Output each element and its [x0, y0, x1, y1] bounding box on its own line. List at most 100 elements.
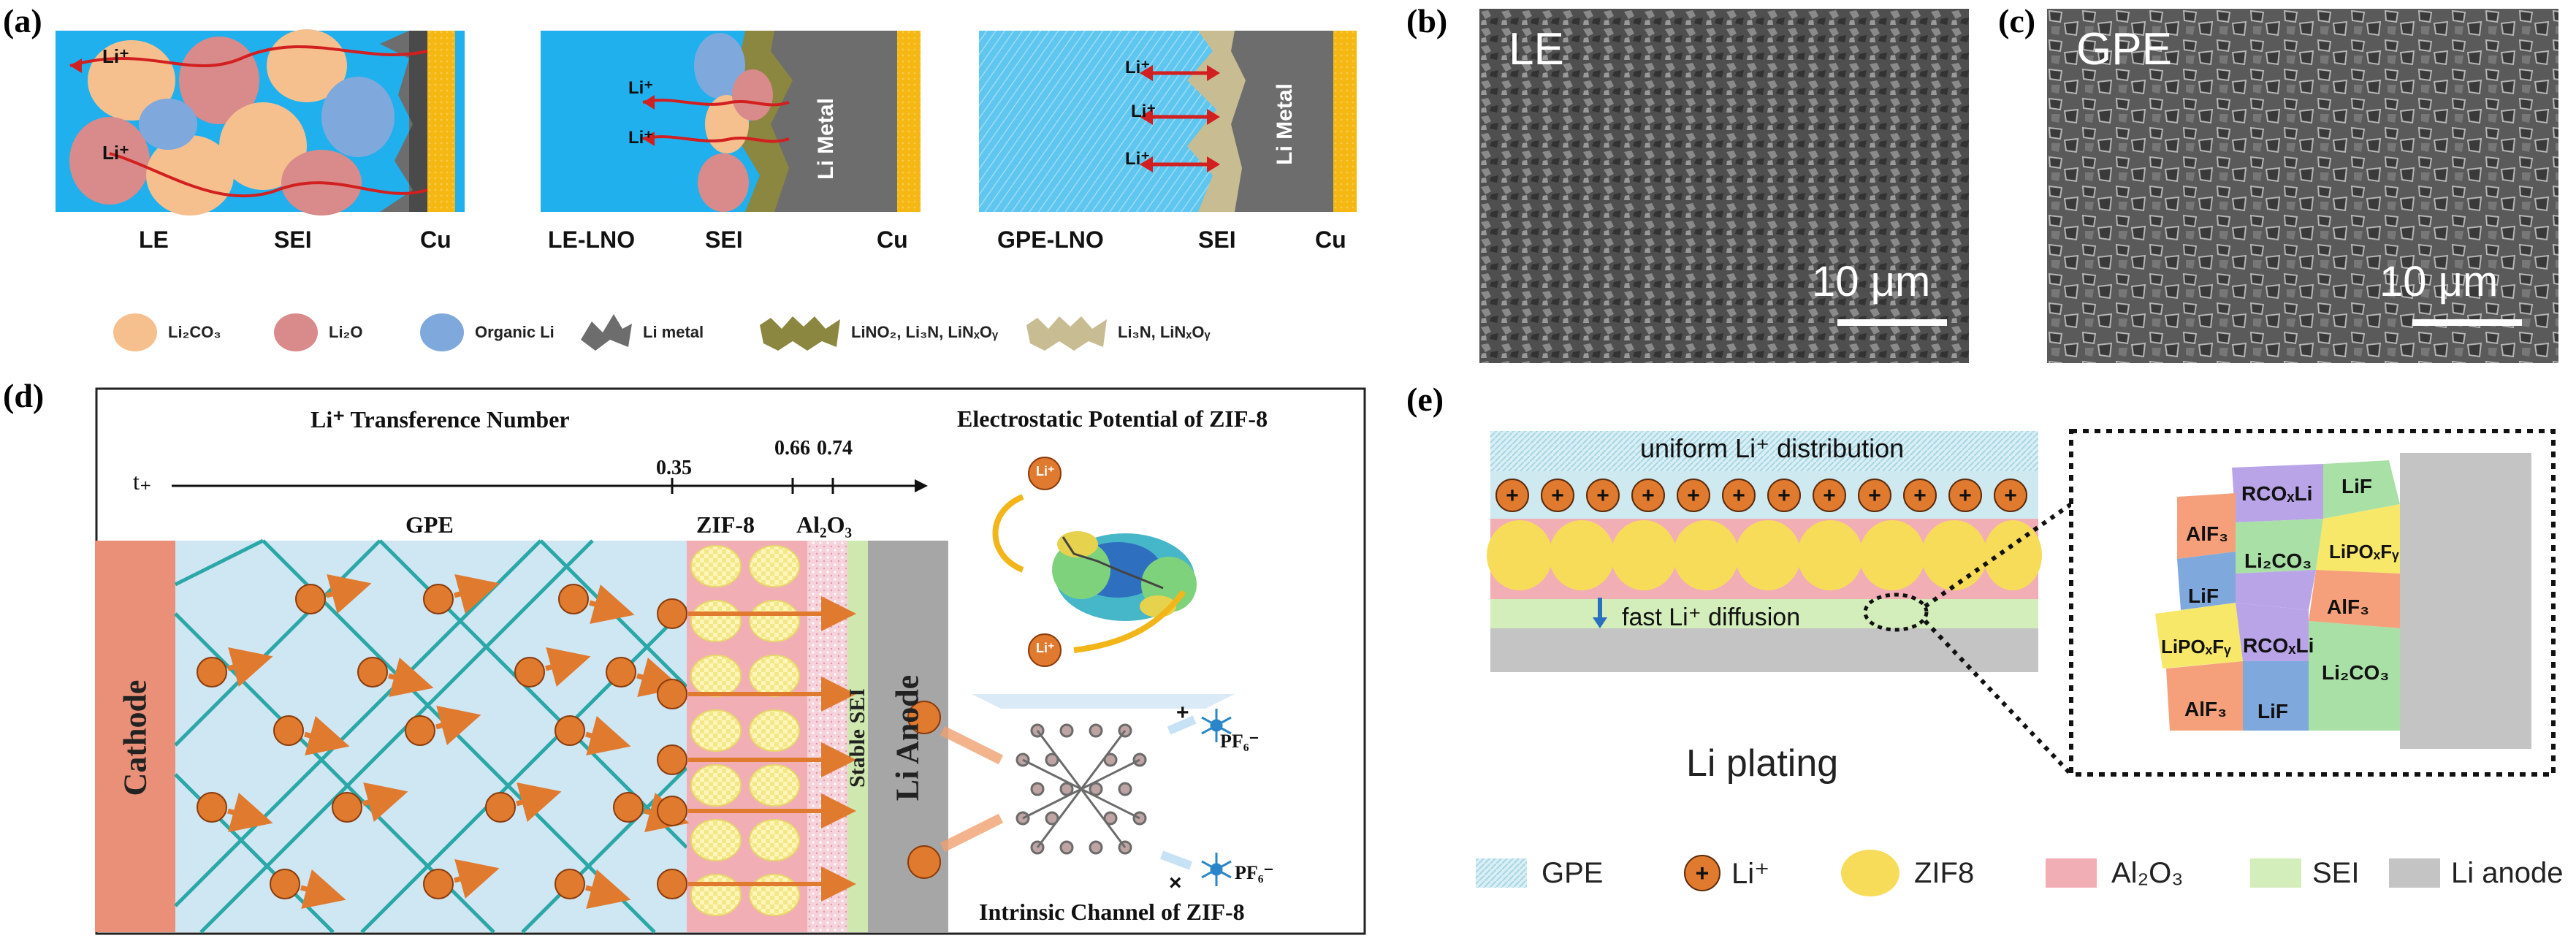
li-anode-e: [1490, 628, 2038, 672]
gpe-lno-metal-label: Li Metal: [1273, 83, 1297, 165]
li-ion-row: + + + + + + + + + + + +: [1495, 479, 2027, 512]
le-micrograph-texture: [1479, 9, 1969, 363]
gpe-lno-ion-2: Li⁺: [1131, 102, 1156, 121]
svg-text:+: +: [2004, 484, 2017, 508]
panel-a-label: (a): [3, 2, 42, 39]
sei-comp-10: AlF₃: [2184, 698, 2228, 720]
zif8-particles: [690, 545, 800, 916]
label-gpe-lno: GPE-LNO: [997, 226, 1104, 253]
diagram-le: [56, 29, 465, 216]
svg-text:+: +: [1913, 484, 1927, 508]
legend-li-metal: Li metal: [577, 311, 704, 354]
sem-gpe-title: GPE: [2076, 24, 2172, 75]
le-ion-1: Li⁺: [102, 45, 129, 67]
al2o3-swatch-icon: [2046, 858, 2097, 888]
channel-title: Intrinsic Channel of ZIF-8: [979, 899, 1245, 925]
cu-current-collector: [427, 31, 455, 212]
pf6-anion-top-icon: [1201, 709, 1232, 742]
panel-e-label: (e): [1406, 381, 1444, 418]
sei-comp-3: LiPOₓFᵧ: [2329, 541, 2399, 563]
sei-comp-6: AlF₃: [2327, 595, 2370, 618]
al2o3-layer: [807, 541, 847, 932]
legend-e-gpe: GPE: [1542, 857, 1604, 889]
li-ions-gpe: [197, 574, 690, 910]
legend-li2co3: Li₂CO₃: [110, 311, 221, 354]
esp-arrow-left: [992, 494, 1024, 573]
lino2-swatch-icon: [760, 316, 840, 351]
diagram-le-lno: [541, 31, 921, 212]
svg-text:+: +: [1696, 860, 1710, 886]
gpe-lno-ion-1: Li⁺: [1125, 58, 1150, 77]
legend-e-sei: SEI: [2312, 857, 2360, 889]
region-al2o3-label: Al₂O₃: [796, 511, 853, 538]
diagram-gpe-lno: [979, 31, 1357, 212]
esp-li-ion-label-top: Li⁺: [1036, 464, 1055, 479]
pf6-label-bottom: PF₆⁻: [1235, 862, 1274, 883]
label-le-lno: LE-LNO: [548, 226, 636, 253]
gpe-lno-ion-3: Li⁺: [1125, 149, 1150, 169]
sem-image-le: LE 10 μm: [1479, 9, 1969, 363]
legend-organic-li: Organic Li: [416, 311, 555, 354]
tplus-symbol: t₊: [133, 468, 152, 495]
svg-text:+: +: [1823, 484, 1836, 508]
legend-e-al2o3: Al₂O₃: [2111, 857, 2184, 889]
legend-lino2: LiNO₂, Li₃N, LiNₓOᵧ: [756, 311, 998, 354]
sem-gpe-scale-label: 10 μm: [2379, 258, 2499, 305]
zif8-swatch-icon: [1841, 850, 1899, 896]
li-ions-zif8: [657, 596, 856, 902]
sei-swatch-icon: [2250, 858, 2301, 888]
panel-d-diagram: + ×: [95, 387, 1366, 935]
esp-arrow-right: [1073, 590, 1186, 653]
svg-text:+: +: [1687, 484, 1700, 508]
sei-comp-11: LiF: [2257, 700, 2288, 723]
svg-text:+: +: [1959, 484, 1972, 508]
svg-text:+: +: [1868, 484, 1881, 508]
channel-li-ion-top: [907, 701, 941, 734]
le-lno-ion-2: Li⁺: [628, 128, 653, 148]
le-lno-metal-label: Li Metal: [814, 98, 838, 180]
sei-layer-e: [1490, 599, 2038, 628]
li-ion-swatch-icon: +: [1684, 855, 1720, 891]
svg-text:+: +: [1642, 484, 1655, 508]
label-gpe-lno-cu: Cu: [1315, 226, 1346, 253]
sei-comp-0: RCOₓLi: [2241, 482, 2313, 505]
legend-e-li: Li⁺: [1731, 858, 1770, 890]
panel-d-label: (d): [3, 377, 45, 414]
legend-e-li-anode: Li anode: [2451, 857, 2564, 889]
panel-e-legend-swatches: +: [1476, 850, 2440, 896]
label-le-sei: SEI: [274, 226, 312, 253]
transference-header: Li⁺ Transference Number: [310, 406, 570, 433]
legend-li2o: Li₂O: [270, 311, 362, 354]
panel-b-label: (b): [1406, 2, 1448, 39]
zoom-circle: [1863, 593, 1929, 632]
pf6-label-top: PF₆⁻: [1220, 731, 1260, 752]
label-gpe-lno-sei: SEI: [1198, 226, 1236, 253]
organic-li-swatch-icon: [420, 313, 464, 351]
sei-comp-8: RCOₓLi: [2243, 634, 2314, 657]
zif8-framework: [1015, 723, 1147, 855]
li2o-swatch-icon: [274, 313, 318, 351]
fast-diffusion-text: fast Li⁺ diffusion: [1622, 603, 1801, 631]
panel-e-diagram: + + + + + + + + + + + +: [1487, 429, 2556, 777]
li-anode-swatch-icon: [2389, 858, 2440, 888]
svg-text:×: ×: [1169, 871, 1182, 895]
pf6-anion-bottom-icon: [1201, 853, 1232, 886]
esp-li-ion-bottom: [1028, 633, 1062, 667]
legend-e-zif8: ZIF8: [1914, 857, 1975, 889]
zif8-row: [1487, 520, 2042, 590]
esp-li-ion-top: [1028, 457, 1062, 490]
sem-gpe-scale-bar: [2412, 319, 2522, 326]
svg-text:+: +: [1551, 484, 1564, 508]
legend-li3n: Li₃N, LiNₓOᵧ: [1023, 311, 1210, 354]
sem-le-scale-label: 10 μm: [1812, 258, 1931, 305]
li2co3-swatch-icon: [113, 313, 157, 351]
tick-074: 0.74: [817, 437, 853, 460]
svg-text:+: +: [1732, 484, 1745, 508]
cathode-layer: [95, 541, 175, 932]
sem-image-gpe: GPE 10 μm: [2047, 9, 2558, 363]
li-plating-caption: Li plating: [1686, 742, 1839, 785]
esp-title: Electrostatic Potential of ZIF-8: [957, 405, 1268, 432]
svg-text:+: +: [1777, 484, 1791, 508]
panel-a-diagrams: Li⁺ Li⁺ Li⁺ Li⁺ Li Metal Li⁺ Li⁺ Li⁺ Li: [56, 29, 1357, 216]
sem-le-scale-bar: [1837, 319, 1947, 326]
